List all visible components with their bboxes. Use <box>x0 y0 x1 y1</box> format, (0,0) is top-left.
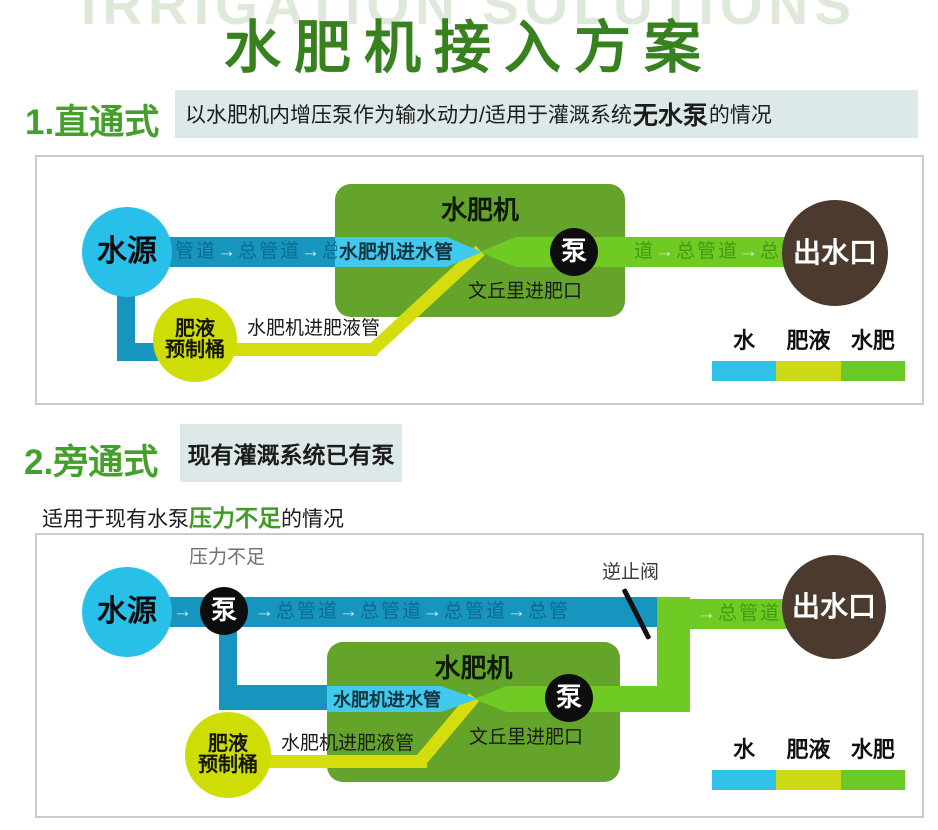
venturi-inlet-label: 文丘里进肥口 <box>469 727 584 748</box>
section2-note-suffix: 的情况 <box>281 508 344 531</box>
legend: 水 肥液 水肥 <box>712 329 905 381</box>
page-title: 水肥机接入方案 <box>224 16 714 80</box>
section1-desc-bold: 无水泵 <box>632 102 708 130</box>
flow-arrow-icon: → <box>217 241 239 262</box>
section2-note-prefix: 适用于现有水泵 <box>42 508 189 531</box>
legend-swatch-water <box>712 770 777 790</box>
check-valve-label: 逆止阀 <box>602 562 660 583</box>
machine-inlet-pipe-label: 水肥机进水管 <box>333 690 441 710</box>
fertilizer-tank-circle: 肥液 预制桶 <box>153 298 237 382</box>
section1-description: 以水肥机内增压泵作为输水动力/适用于灌溉系统无水泵的情况 <box>175 90 918 138</box>
section2-tagline: 现有灌溉系统已有泵 <box>180 424 402 482</box>
flow-arrow-icon: → <box>339 601 361 622</box>
pump-circle: 泵 <box>550 228 598 276</box>
legend: 水 肥液 水肥 <box>712 738 905 790</box>
source-to-tank-pipe-vertical <box>117 285 135 361</box>
flow-arrow-icon: → <box>697 603 718 624</box>
flow-arrow-icon: → <box>655 241 677 262</box>
fertilizer-pipe-horizontal <box>252 755 427 768</box>
machine-inlet-pipe-label: 水肥机进水管 <box>339 242 454 263</box>
water-outlet-circle: 出水口 <box>782 555 886 659</box>
legend-swatch-fertilizer <box>776 361 841 381</box>
water-pipe-flow-text: 管道→总管道→总 <box>175 241 337 262</box>
venturi-inlet-label: 文丘里进肥口 <box>468 281 583 302</box>
diagram-direct: 管道→总管道→总 水肥机 道→总管道→总管 水肥机进水管 泵 文丘里进肥口 水肥… <box>35 155 924 405</box>
machine-label: 水肥机 <box>434 653 513 683</box>
legend-label-water: 水 <box>733 737 756 762</box>
fertilizer-pipe-horizontal <box>197 343 377 356</box>
legend-labels: 水 肥液 水肥 <box>712 738 905 762</box>
legend-swatch-mix <box>840 770 905 790</box>
flow-arrow-icon: → <box>301 241 323 262</box>
section2-note: 适用于现有水泵压力不足的情况 <box>42 499 344 533</box>
fertilizer-pipe-label: 水肥机进肥液管 <box>247 318 381 339</box>
legend-label-mix: 水肥 <box>850 328 895 353</box>
fertilizer-tank-circle: 肥液 预制桶 <box>185 712 271 798</box>
legend-bars <box>712 361 905 381</box>
machine-inlet-pipe <box>335 237 482 267</box>
fertilizer-pipe-label: 水肥机进肥液管 <box>281 733 415 754</box>
flow-arrow-icon: → <box>173 601 194 622</box>
pressure-note-label: 压力不足 <box>189 547 266 568</box>
machine-label: 水肥机 <box>440 195 519 225</box>
legend-label-fertilizer: 肥液 <box>786 328 831 353</box>
legend-label-mix: 水肥 <box>850 737 895 762</box>
mixed-pipe-flow-text: →总管道 <box>697 603 782 624</box>
section1-desc-suffix: 的情况 <box>708 104 772 127</box>
watermark-text: IRRIGATION SOLUTIONS <box>81 0 857 36</box>
legend-labels: 水 肥液 水肥 <box>712 329 905 353</box>
flow-arrow-icon: → <box>255 601 276 622</box>
mixed-pipe-flow-text: 道→总管道→总管 <box>634 241 799 262</box>
water-source-circle: 水源 <box>82 207 172 297</box>
flow-arrow-icon: → <box>423 601 445 622</box>
legend-label-water: 水 <box>733 328 756 353</box>
legend-swatch-water <box>712 361 777 381</box>
water-outlet-circle: 出水口 <box>782 200 888 306</box>
flow-arrow-icon: → <box>739 241 761 262</box>
water-source-circle: 水源 <box>82 567 172 657</box>
pre-pump-arrow: → <box>173 597 201 627</box>
machine-inlet-pipe <box>327 686 477 712</box>
mixed-output-pipe <box>480 237 837 267</box>
flow-arrow-icon: → <box>507 601 529 622</box>
section2-heading: 2.旁通式 <box>24 443 159 482</box>
legend-bars <box>712 770 905 790</box>
main-pump-circle: 泵 <box>200 587 248 635</box>
section1-desc-prefix: 以水肥机内增压泵作为输水动力/适用于灌溉系统 <box>185 104 632 127</box>
section2-note-bold: 压力不足 <box>189 505 281 531</box>
main-pipe-flow-text: →总管道→总管道→总管道→总管 <box>255 601 571 622</box>
section1-heading: 1.直通式 <box>25 103 160 142</box>
bypass-branch-pipe-horizontal <box>219 685 331 710</box>
diagram-bypass: → →总管道→总管道→总管道→总管 水肥机 →总管道 水肥机进水管 泵 泵 逆止… <box>35 533 924 818</box>
legend-swatch-mix <box>840 361 905 381</box>
legend-label-fertilizer: 肥液 <box>786 737 831 762</box>
legend-swatch-fertilizer <box>776 770 841 790</box>
machine-pump-circle: 泵 <box>545 674 593 722</box>
